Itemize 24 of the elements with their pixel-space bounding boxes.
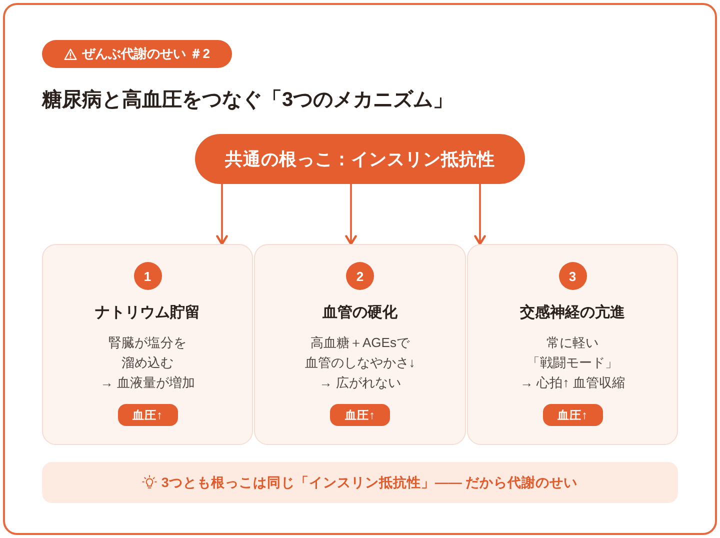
mechanism-card bbox=[467, 244, 678, 445]
mechanism-card bbox=[254, 244, 466, 445]
mechanism-title: 血管の硬化 bbox=[322, 303, 398, 323]
result-tag: 血圧↑ bbox=[330, 404, 390, 426]
summary-bar bbox=[42, 462, 678, 503]
arrow bbox=[345, 183, 357, 246]
mechanism-description: 常に軽い「戦闘モード」→ 心拍↑ 血管収縮 bbox=[520, 334, 625, 392]
mechanism-title: ナトリウム貯留 bbox=[95, 303, 200, 323]
mechanism-title: 交感神経の亢進 bbox=[520, 303, 625, 323]
mechanism-card bbox=[42, 244, 253, 445]
result-tag: 血圧↑ bbox=[542, 404, 602, 426]
summary-text: 3つとも根っこは同じ「インスリン抵抗性」—— だから代謝のせい bbox=[161, 474, 578, 492]
diagram-title: 糖尿病と高血圧をつなぐ「3つのメカニズム」 bbox=[42, 88, 454, 113]
root-cause-pill: 共通の根っこ：インスリン抵抗性 bbox=[195, 134, 525, 184]
step-number-circle: 1 bbox=[134, 262, 162, 290]
mechanism-description: 腎臓が塩分を溜め込む→ 血液量が増加 bbox=[100, 334, 195, 392]
result-tag: 血圧↑ bbox=[118, 404, 178, 426]
mechanism-description: 高血糖＋AGEsで血管のしなやかさ↓→ 広がれない bbox=[304, 334, 416, 392]
step-number-circle: 3 bbox=[558, 262, 586, 290]
series-tag-text: ぜんぶ代謝のせい ＃2 bbox=[82, 45, 210, 63]
arrow bbox=[474, 183, 486, 246]
arrow bbox=[216, 183, 228, 246]
step-number-circle: 2 bbox=[346, 262, 374, 290]
series-tag bbox=[42, 40, 232, 68]
